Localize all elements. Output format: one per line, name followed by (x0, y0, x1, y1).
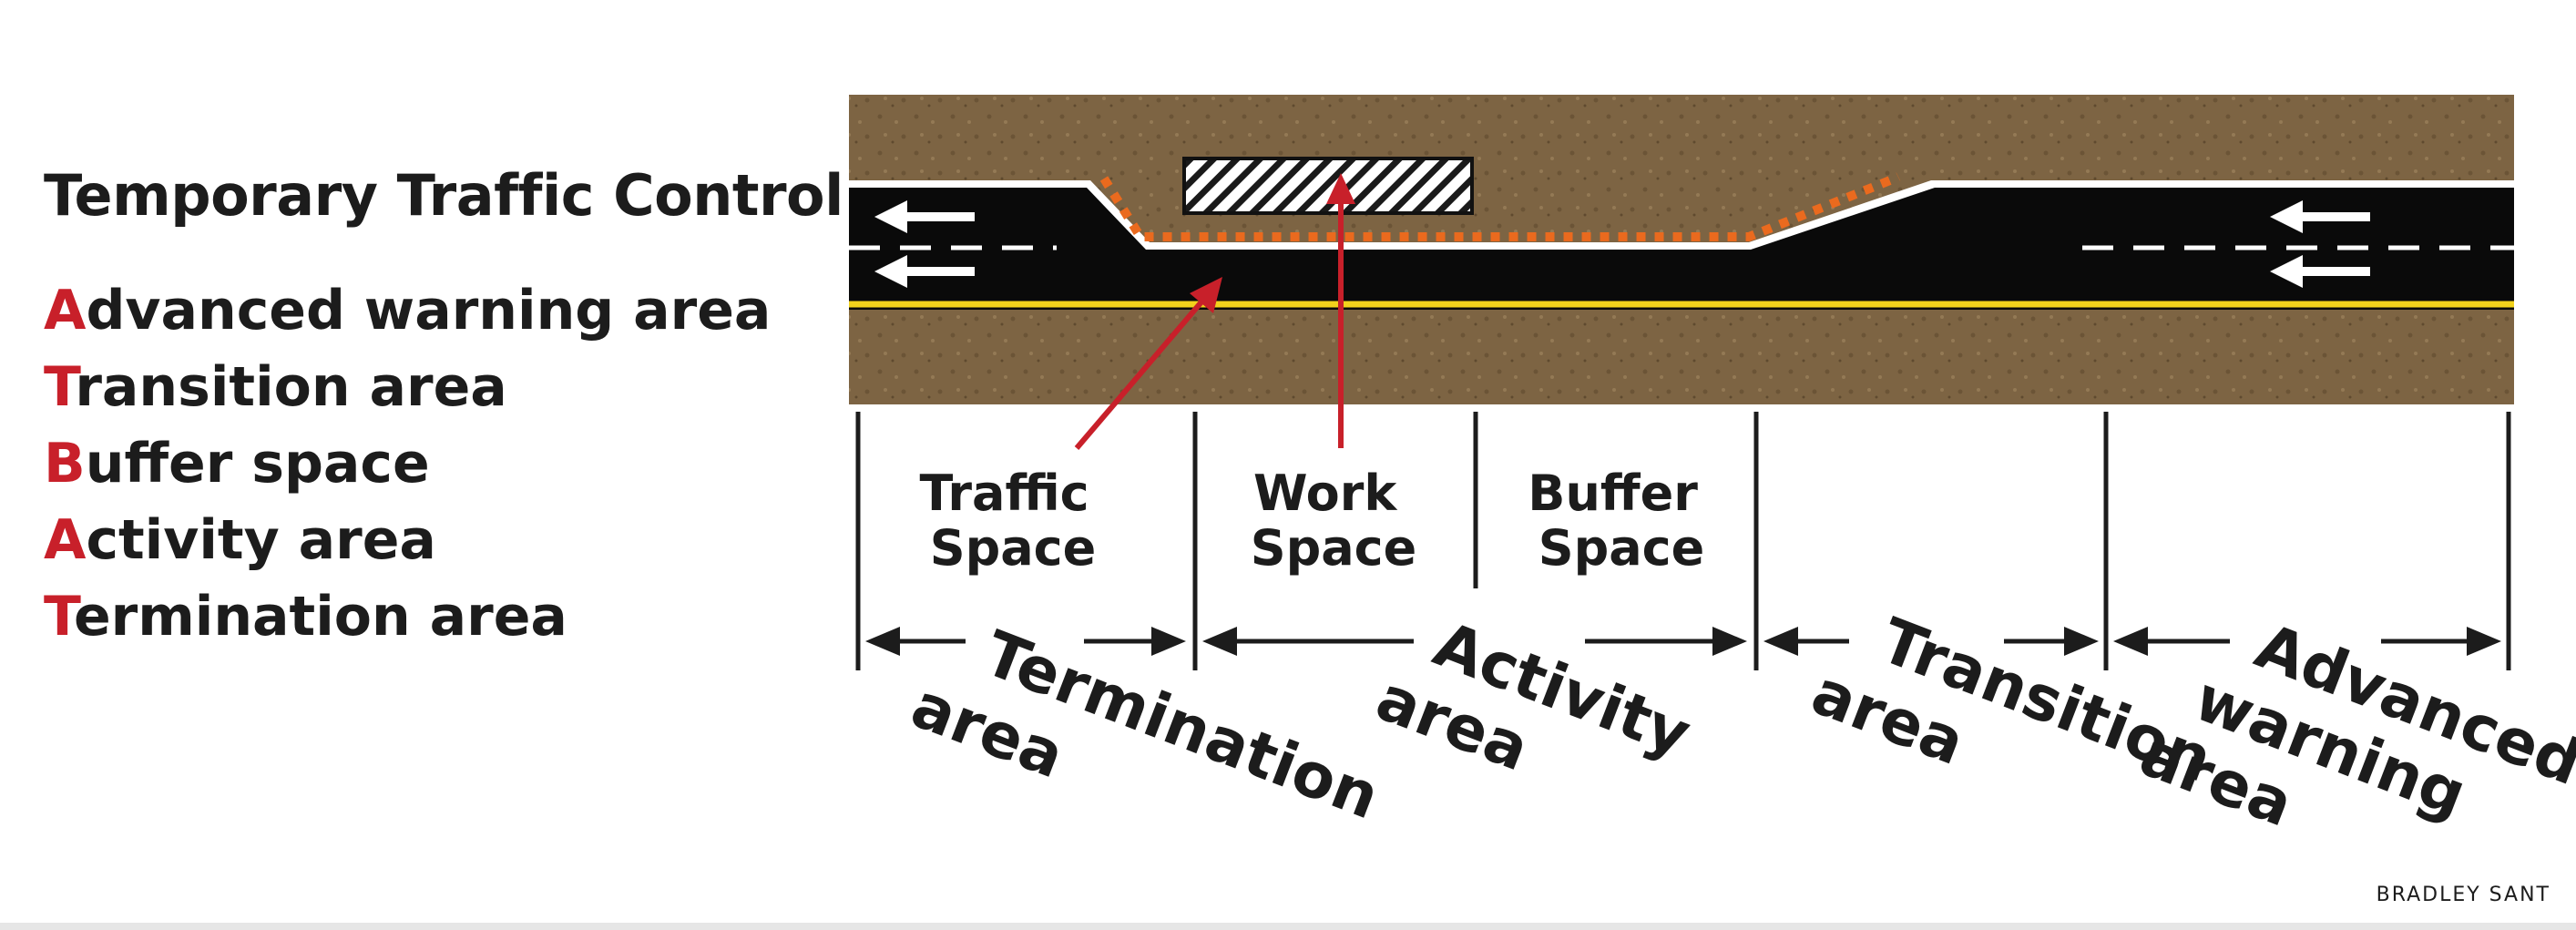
lane-arrow-left-upper (874, 200, 975, 233)
advanced-warning-span-arrow (2113, 627, 2501, 656)
cone-line (1099, 172, 1901, 241)
legend-item-advanced-warning: Advanced warning area (44, 272, 843, 349)
legend-text: dvanced warning area (86, 279, 772, 342)
legend-letter: T (44, 585, 74, 649)
work-space-label: Work Space (1251, 465, 1417, 577)
lane-arrow-right-lower (2270, 255, 2370, 288)
traffic-space-pointer (1074, 277, 1222, 450)
legend: Temporary Traffic Control Advanced warni… (44, 162, 843, 655)
work-space-pointer (1326, 173, 1355, 448)
road-surface (849, 188, 2514, 310)
legend-text: uffer space (85, 432, 430, 496)
legend-text: ransition area (75, 355, 507, 419)
legend-item-buffer: Buffer space (44, 425, 843, 502)
activity-area-label: Activity area (1366, 597, 1720, 846)
footer-bar (0, 923, 2576, 930)
legend-letter: A (44, 279, 87, 342)
transition-span-arrow (1763, 627, 2099, 656)
traffic-space-label: Traffic Space (919, 465, 1106, 577)
buffer-space-label: Buffer Space (1528, 465, 1714, 577)
activity-span-arrow (1202, 627, 1747, 656)
legend-letter: A (44, 508, 87, 572)
legend-item-transition: Transition area (44, 349, 843, 425)
lane-arrow-left-lower (874, 255, 975, 288)
legend-letter: T (44, 355, 76, 419)
legend-text: ermination area (73, 585, 567, 649)
zone-separators (855, 412, 2511, 670)
termination-span-arrow (865, 627, 1186, 656)
legend-item-activity: Activity area (44, 502, 843, 578)
legend-title: Temporary Traffic Control (44, 162, 843, 229)
legend-item-termination: Termination area (44, 578, 843, 655)
lane-arrow-right-upper (2270, 200, 2370, 233)
work-area-box (1182, 157, 1474, 215)
legend-letter: B (44, 432, 86, 496)
legend-text: ctivity area (86, 508, 436, 572)
photo-credit: BRADLEY SANT (2376, 884, 2550, 906)
